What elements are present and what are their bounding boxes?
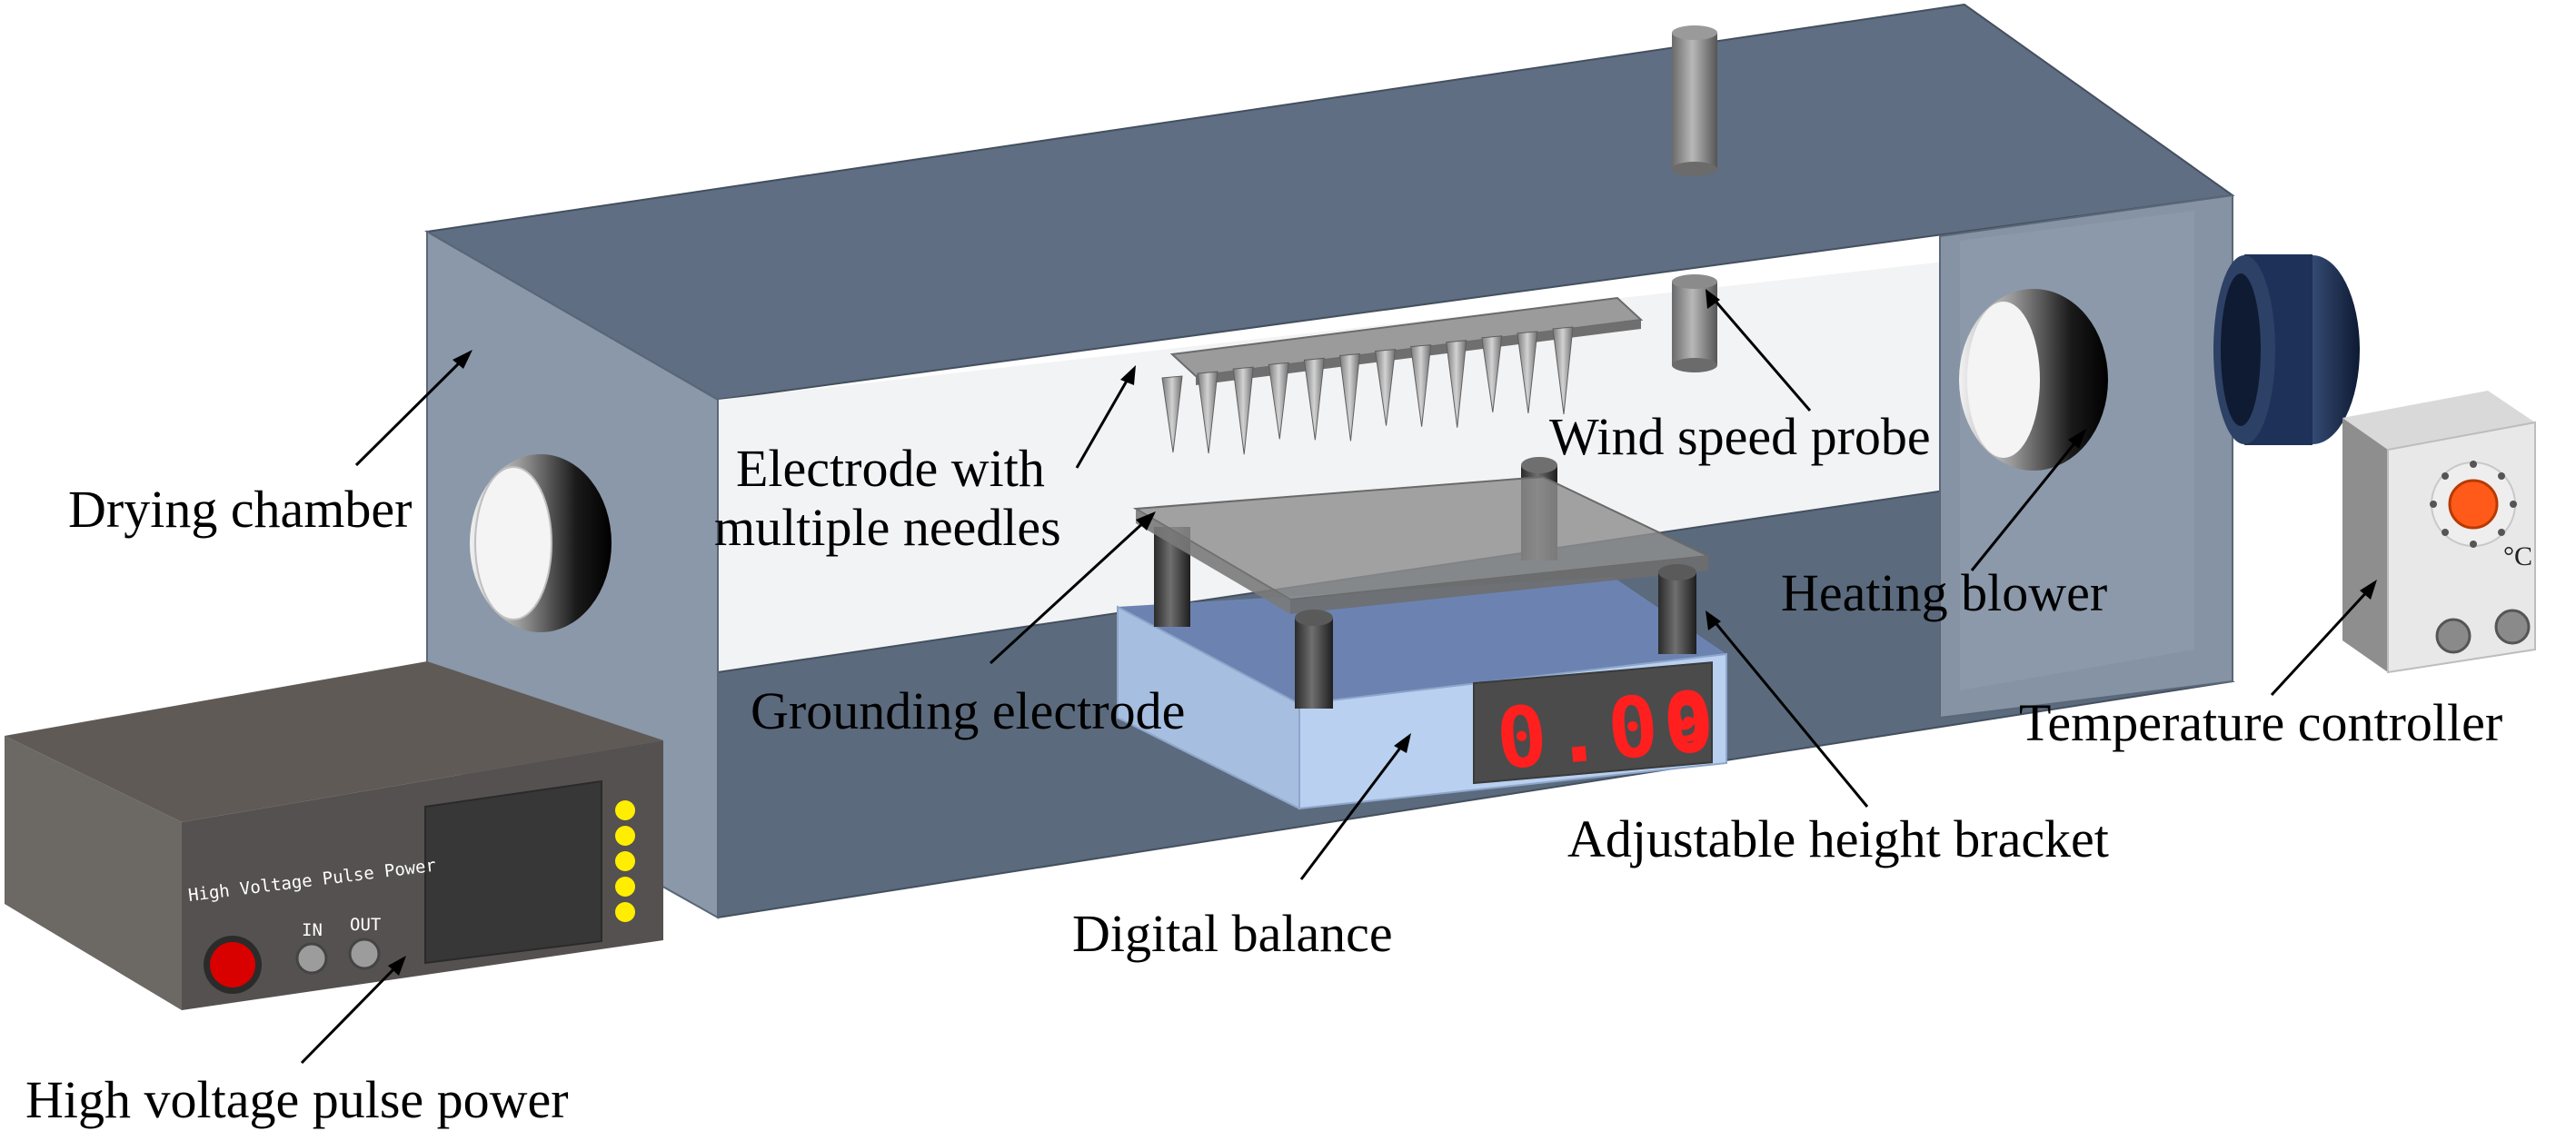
electrode-needle [1197, 371, 1218, 454]
heating-blower-ring [1959, 289, 2108, 471]
electrode-needle [1161, 375, 1183, 453]
electrode-needle [1338, 352, 1361, 442]
arrow-digital-balance [1299, 742, 1406, 880]
balance-left-face [1117, 605, 1300, 810]
label-electrode-line1: Electrode with [736, 439, 1045, 498]
arrow-drying-chamber [354, 357, 465, 467]
celsius-symbol: °C [2503, 541, 2532, 571]
indicator-led [615, 902, 635, 922]
chamber-inner-back-wall [718, 262, 1944, 677]
label-grounding-electrode: Grounding electrode [751, 681, 1185, 740]
electrode-needle [1446, 340, 1467, 428]
left-inlet-ring [470, 454, 612, 632]
arrow-needle-electrode [1075, 375, 1131, 469]
electrode-needle [1481, 335, 1503, 412]
arrow-heating-blower [1970, 437, 2081, 571]
balance-unit: g [1665, 675, 1711, 745]
arrow-wind-speed-probe [1711, 297, 1812, 412]
indicator-led [615, 851, 635, 871]
controller-button-right [2494, 609, 2531, 645]
label-temperature-controller: Temperature controller [2019, 693, 2502, 752]
digital-balance: 0.00 g [1117, 577, 1727, 810]
in-knob [295, 942, 328, 975]
electrode-needle [1303, 357, 1325, 441]
electrode-needle [1374, 348, 1397, 426]
indicator-leds [615, 800, 635, 922]
wind-speed-probe [1672, 25, 1717, 372]
leader-lines [300, 289, 2377, 1065]
label-adjustable-height-bracket: Adjustable height bracket [1567, 809, 2109, 868]
needle-electrode [1161, 296, 1644, 455]
balance-reading: 0.00 [1493, 672, 1724, 789]
labels: Drying chamber Electrode with multiple n… [25, 407, 2502, 1129]
bracket-post-front-left [1295, 610, 1333, 709]
indicator-led [615, 877, 635, 897]
arrow-temperature-controller [2270, 587, 2372, 697]
needle-array [1161, 326, 1574, 455]
electrode-needle [1517, 331, 1538, 413]
label-wind-speed-probe: Wind speed probe [1549, 407, 1931, 466]
label-high-voltage-pulse-power: High voltage pulse power [25, 1070, 569, 1129]
heating-blower-fan [2213, 254, 2360, 445]
arrow-grounding-electrode [989, 518, 1149, 665]
power-left-face [5, 736, 182, 1010]
label-electrode-line2: multiple needles [714, 498, 1061, 557]
electrode-needle [1232, 366, 1254, 455]
out-label: OUT [350, 915, 381, 935]
controller-top-face [2342, 391, 2535, 450]
out-knob [348, 938, 381, 970]
controller-left-face [2342, 418, 2388, 672]
high-voltage-pulse-power-unit: High Voltage Pulse Power IN OUT [5, 661, 663, 1010]
arrow-power-supply [300, 963, 400, 1065]
power-top-face [5, 661, 663, 822]
arrow-adjustable-bracket [1711, 619, 1869, 808]
balance-display [1473, 661, 1713, 785]
electrode-needle [1268, 362, 1289, 440]
electrode-needle [1552, 326, 1574, 415]
controller-button-left [2435, 618, 2472, 654]
indicator-led [615, 826, 635, 846]
label-digital-balance: Digital balance [1072, 904, 1393, 963]
balance-top-face [1118, 577, 1726, 704]
temperature-controller-unit: °C [2342, 391, 2536, 674]
power-screen [424, 779, 602, 965]
adjustable-height-bracket [1132, 457, 1712, 709]
temperature-knob [2448, 479, 2499, 530]
in-label: IN [302, 920, 323, 940]
label-heating-blower: Heating blower [1781, 563, 2107, 622]
bracket-post-front-right [1658, 564, 1696, 654]
indicator-led [615, 800, 635, 820]
label-drying-chamber: Drying chamber [68, 480, 412, 539]
electrode-needle [1410, 344, 1432, 427]
